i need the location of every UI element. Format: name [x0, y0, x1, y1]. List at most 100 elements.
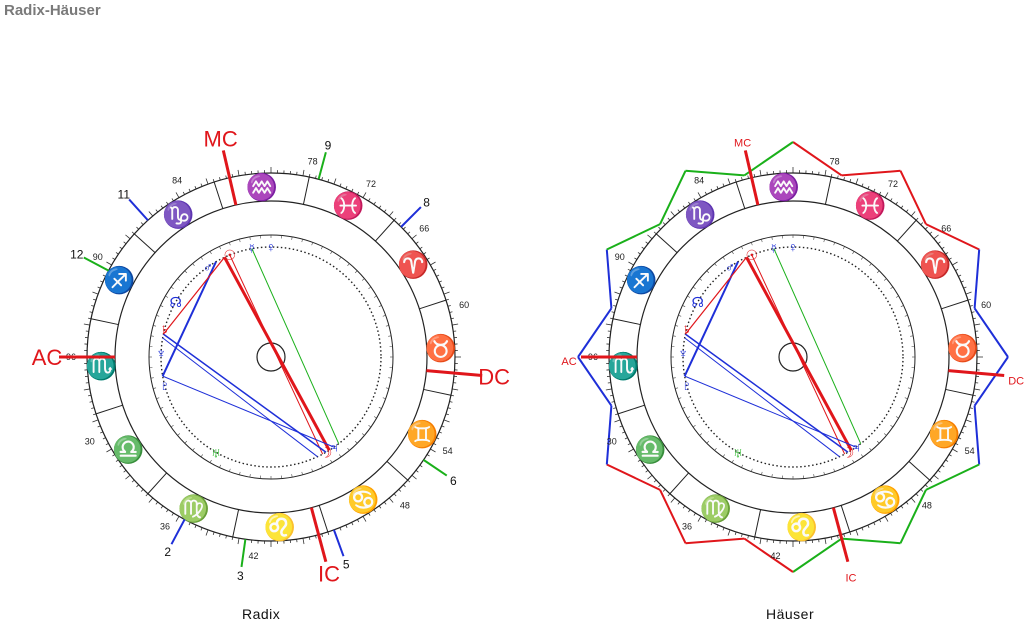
planet-neptune: ♆ — [156, 345, 167, 361]
sign-glyph-leo: ♌ — [264, 512, 296, 542]
house-tick — [741, 246, 743, 250]
degree-tick — [824, 538, 827, 545]
planet-neptune: ♆ — [678, 345, 689, 361]
planet-mars: ♂ — [725, 259, 736, 275]
house-cusp-line — [317, 151, 327, 180]
aspect-ring — [682, 246, 904, 468]
house-tick — [385, 387, 389, 389]
sign-glyph-taurus: ♉ — [947, 333, 979, 363]
aspect-ring — [160, 246, 382, 468]
aspect-line — [684, 375, 857, 448]
radix-caption: Radix — [242, 606, 281, 622]
sign-divider — [318, 505, 329, 533]
house-tick — [904, 314, 908, 317]
house-star-edge — [605, 405, 613, 465]
house-star-edge — [899, 489, 927, 544]
house-tick — [678, 314, 682, 317]
degree-label: 72 — [888, 179, 898, 189]
house-tick — [330, 459, 333, 463]
house-tick — [330, 251, 333, 255]
house-tick — [373, 416, 377, 419]
house-tick — [675, 325, 679, 327]
house-tick — [160, 305, 164, 307]
haeuser-chart: ♐♑♒♓♈♉♊♋♌♍♎♏787266605448423630969084ACDC… — [561, 138, 1024, 585]
degree-label: 30 — [85, 437, 95, 447]
axis-mc-label: MC — [204, 127, 238, 152]
house-tick — [843, 464, 845, 468]
degree-tick — [92, 419, 99, 423]
aspect-line — [223, 256, 331, 452]
sign-divider — [735, 181, 746, 209]
planet-uranus: ♅ — [733, 444, 744, 460]
page-title: Radix-Häuser — [4, 2, 101, 19]
axis-mc-line — [743, 150, 760, 206]
house-tick — [907, 387, 911, 389]
degree-tick — [727, 178, 731, 185]
house-tick — [219, 246, 221, 250]
degree-tick — [628, 448, 634, 453]
planet-saturn: ♄ — [159, 321, 170, 337]
house-tick — [368, 286, 372, 289]
planet-mars: ♂ — [203, 259, 214, 275]
house-star-edge — [841, 537, 901, 545]
house-star-edge — [606, 223, 661, 251]
house-star-edge — [899, 170, 927, 225]
degree-tick — [697, 192, 702, 198]
sign-divider — [302, 176, 310, 205]
house-tick — [771, 236, 773, 240]
degree-tick — [302, 169, 305, 176]
sign-divider — [419, 299, 447, 310]
degree-tick — [647, 474, 653, 480]
house-tick — [291, 474, 293, 478]
house-tick — [678, 397, 682, 400]
house-star-edge — [577, 307, 613, 358]
house-tick — [699, 278, 703, 281]
degree-tick — [92, 291, 99, 295]
house-cusp-line — [400, 206, 422, 228]
degree-label: 72 — [366, 179, 376, 189]
degree-label: 84 — [172, 175, 182, 185]
house-tick — [883, 278, 887, 281]
sign-divider — [95, 404, 123, 415]
house-tick — [184, 440, 188, 444]
house-tick — [900, 407, 904, 409]
house-tick — [200, 256, 203, 260]
house-tick — [249, 236, 251, 240]
sign-glyph-scorpio: ♏ — [85, 351, 117, 381]
house-star-edge — [792, 141, 843, 177]
house-tick — [687, 416, 691, 419]
degree-tick — [670, 211, 676, 217]
house-star-edge — [606, 463, 661, 491]
sign-glyph-aquarius: ♒ — [246, 172, 278, 202]
house-tick — [750, 242, 753, 246]
house-tick — [895, 416, 899, 419]
degree-tick — [759, 169, 762, 176]
house-tick — [200, 454, 203, 458]
aspect-line — [162, 375, 335, 448]
degree-tick — [952, 448, 958, 453]
house-tick — [301, 471, 303, 475]
aspect-line — [161, 261, 217, 377]
house-tick — [699, 433, 703, 436]
house-tick — [228, 468, 231, 472]
sign-glyph-taurus: ♉ — [425, 333, 457, 363]
aspect-line — [683, 261, 739, 377]
degree-tick — [430, 448, 436, 453]
degree-tick — [83, 388, 90, 391]
house-cusp-line — [170, 518, 186, 545]
degree-label: 30 — [607, 437, 617, 447]
sign-glyph-aries: ♈ — [919, 249, 951, 279]
sign-divider — [90, 318, 119, 326]
house-tick — [692, 425, 696, 428]
degree-tick — [855, 178, 859, 185]
house-tick — [160, 407, 164, 409]
degree-tick — [670, 497, 676, 503]
degree-label: 36 — [160, 522, 170, 532]
house-tick — [861, 256, 864, 260]
house-tick — [373, 295, 377, 298]
house-tick — [890, 286, 894, 289]
house-tick — [910, 377, 914, 379]
house-number: 12 — [70, 248, 84, 262]
degree-tick — [237, 538, 240, 545]
degree-tick — [605, 323, 612, 326]
